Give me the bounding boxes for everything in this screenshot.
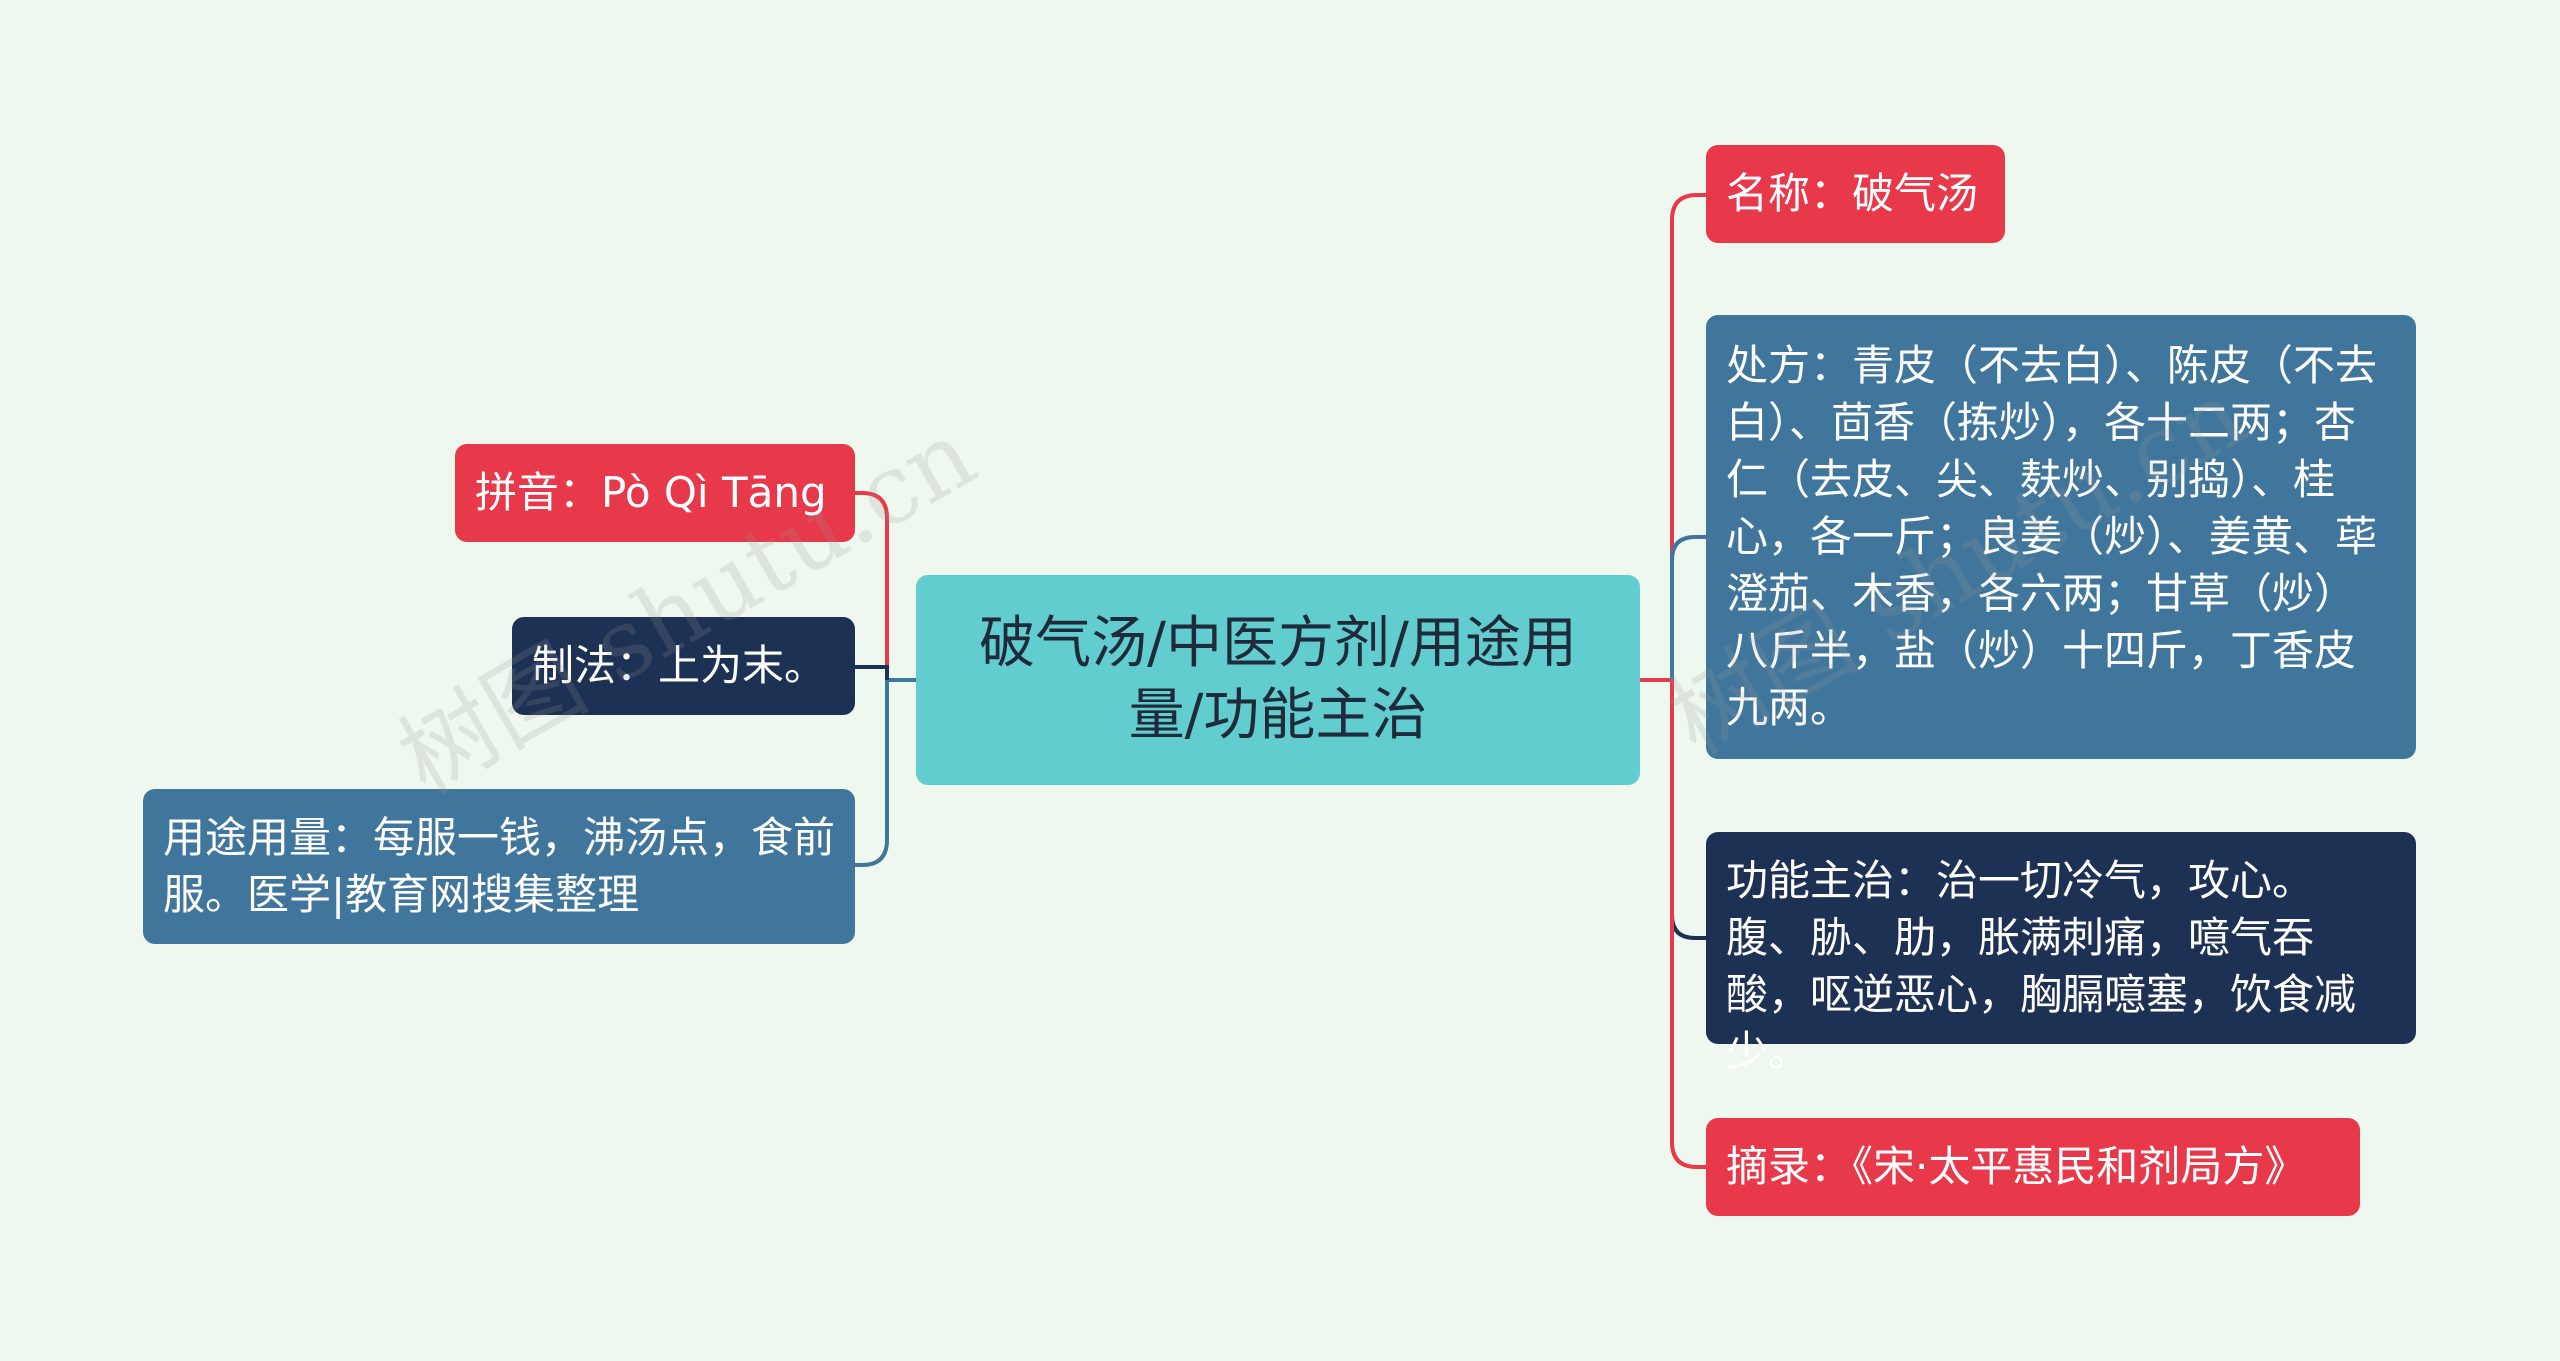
right-node-formula[interactable]: 处方：青皮（不去白）、陈皮（不去白）、茴香（拣炒），各十二两；杏仁（去皮、尖、麸… (1706, 315, 2416, 759)
connector-right-source (1670, 680, 1706, 1169)
center-topic-text: 破气汤/中医方剂/用途用量/功能主治 (979, 611, 1577, 748)
connector-left-usage (855, 680, 889, 867)
right-node-source[interactable]: 摘录：《宋·太平惠民和剂局方》 (1706, 1118, 2360, 1216)
pinyin-text: 拼音：Pò Qì Tāng (475, 468, 827, 517)
right-node-indications[interactable]: 功能主治：治一切冷气，攻心。腹、胁、肋，胀满刺痛，噫气吞酸，呕逆恶心，胸膈噫塞，… (1706, 832, 2416, 1076)
right-node-name[interactable]: 名称：破气汤 (1706, 145, 2005, 243)
indications-text: 功能主治：治一切冷气，攻心。腹、胁、肋，胀满刺痛，噫气吞酸，呕逆恶心，胸膈噫塞，… (1726, 856, 2357, 1076)
center-topic-node[interactable]: 破气汤/中医方剂/用途用量/功能主治 (916, 575, 1640, 785)
usage-text: 用途用量：每服一钱，沸汤点，食前服。医学|教育网搜集整理 (163, 813, 836, 919)
connector-left-method (855, 665, 889, 680)
method-text: 制法：上为末。 (532, 641, 827, 690)
connector-right-name (1670, 193, 1706, 680)
left-node-method[interactable]: 制法：上为末。 (512, 617, 855, 715)
left-node-pinyin[interactable]: 拼音：Pò Qì Tāng (455, 444, 855, 542)
connector-right-formula (1670, 535, 1706, 680)
name-text: 名称：破气汤 (1726, 169, 1979, 218)
source-text: 摘录：《宋·太平惠民和剂局方》 (1726, 1142, 2307, 1191)
connector-left-pinyin (855, 491, 889, 680)
formula-text: 处方：青皮（不去白）、陈皮（不去白）、茴香（拣炒），各十二两；杏仁（去皮、尖、麸… (1726, 341, 2378, 732)
left-node-usage[interactable]: 用途用量：每服一钱，沸汤点，食前服。医学|教育网搜集整理 (143, 789, 855, 944)
connector-right-indications (1670, 680, 1706, 940)
